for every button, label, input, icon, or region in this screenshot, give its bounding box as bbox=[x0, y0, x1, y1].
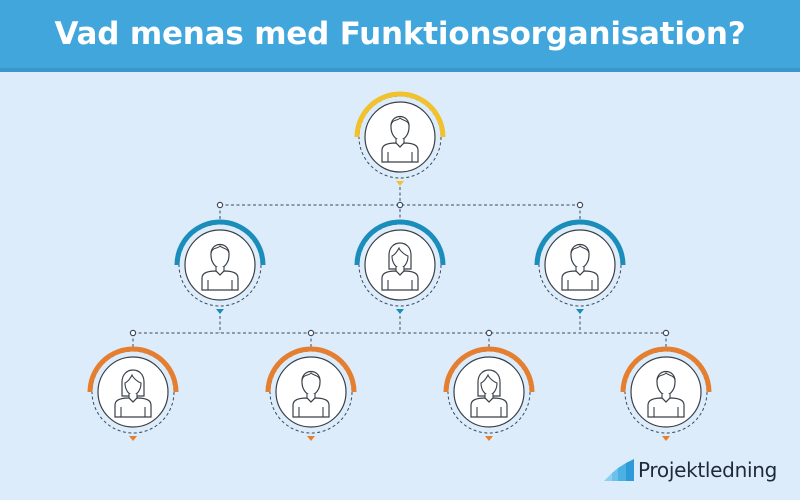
org-node-mid-3 bbox=[534, 219, 626, 314]
header-banner: Vad menas med Funktionsorganisation? bbox=[0, 0, 800, 72]
caret-down-icon bbox=[396, 309, 404, 314]
org-node-bottom-4 bbox=[620, 346, 712, 441]
logo-text: Projektledning bbox=[638, 458, 777, 482]
caret-down-icon bbox=[396, 181, 404, 186]
caret-down-icon bbox=[576, 309, 584, 314]
caret-down-icon bbox=[129, 436, 137, 441]
caret-down-icon bbox=[216, 309, 224, 314]
org-node-mid-2 bbox=[354, 219, 446, 314]
org-node-bottom-2 bbox=[265, 346, 357, 441]
page-title: Vad menas med Funktionsorganisation? bbox=[54, 16, 746, 52]
org-node-mid-1 bbox=[174, 219, 266, 314]
bar-chart-logo-icon bbox=[604, 459, 634, 481]
brand-logo: Projektledning bbox=[604, 459, 777, 481]
caret-down-icon bbox=[307, 436, 315, 441]
connector-dots bbox=[129, 201, 670, 337]
org-node-bottom-3 bbox=[443, 346, 535, 441]
org-node-bottom-1 bbox=[87, 346, 179, 441]
caret-down-icon bbox=[662, 436, 670, 441]
caret-down-icon bbox=[485, 436, 493, 441]
org-node-top bbox=[354, 91, 446, 186]
